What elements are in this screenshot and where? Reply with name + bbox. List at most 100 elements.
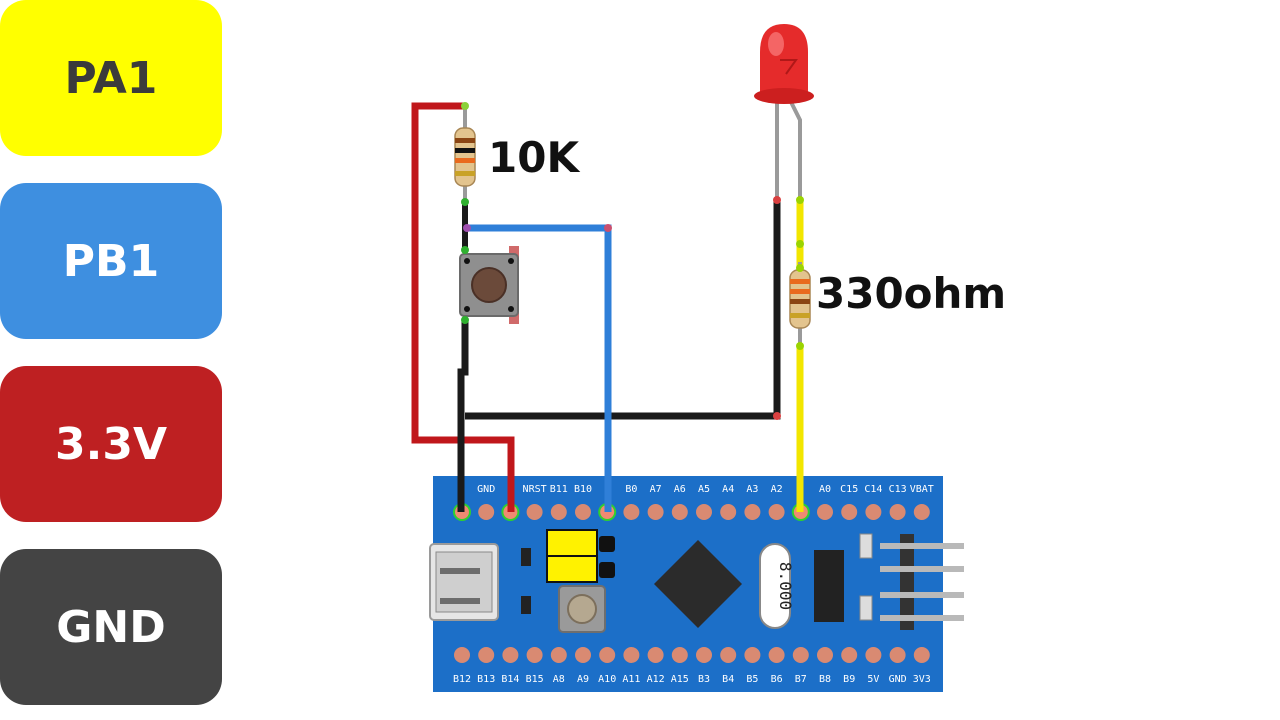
led-resistor — [789, 262, 811, 348]
usb-connector — [429, 543, 499, 621]
bottom-pin-pad — [478, 647, 495, 663]
bottom-pin-label: B3 — [698, 674, 710, 685]
bottom-pin-label: A12 — [647, 674, 665, 685]
pullup-resistor — [454, 106, 476, 202]
top-pin-pad — [647, 504, 664, 520]
top-pin-label: C15 — [840, 484, 858, 495]
boot-jumpers — [546, 529, 615, 583]
red-led — [754, 24, 814, 200]
top-pin-label: A0 — [819, 484, 831, 495]
top-pin-pad — [720, 504, 737, 520]
top-pin-pad — [865, 504, 882, 520]
top-pin-label: NRST — [523, 484, 547, 495]
top-pin-label: C14 — [864, 484, 882, 495]
top-pin-label: B11 — [550, 484, 568, 495]
top-pin-pad — [623, 504, 640, 520]
top-pin-pad — [696, 504, 712, 520]
bottom-header-labels: B12 B13 B14 B15 A8 A9 A10 A11 A12 A15 B3 B4 B5 B6 B7 B8… — [453, 674, 931, 685]
top-pin-pad — [478, 504, 495, 520]
reset-button — [558, 585, 606, 633]
bottom-pin-pad — [575, 647, 591, 663]
bottom-pin-pad — [841, 647, 858, 663]
top-pin-label: C13 — [889, 484, 907, 495]
legend-pb1: PB1 — [0, 183, 222, 339]
top-pin-label: A2 — [771, 484, 783, 495]
bottom-pin-pad — [744, 647, 761, 663]
legend-3v3-label: 3.3V — [55, 418, 167, 470]
bottom-pin-label: B5 — [746, 674, 758, 685]
top-pin-pad — [575, 504, 591, 520]
bottom-pin-label: B4 — [722, 674, 734, 685]
top-pin-label: A3 — [746, 484, 758, 495]
bottom-pin-label: GND — [889, 674, 907, 685]
bottom-pin-pad — [526, 647, 543, 663]
top-pin-pad — [671, 504, 688, 520]
bottom-pin-pad — [623, 647, 640, 663]
top-pin-pad — [526, 504, 543, 520]
top-pin-label: A5 — [698, 484, 710, 495]
top-pin-label: A6 — [674, 484, 686, 495]
top-pin-label: A7 — [650, 484, 662, 495]
top-pin-pad — [841, 504, 858, 520]
bottom-pin-label: A15 — [671, 674, 689, 685]
legend-gnd: GND — [0, 549, 222, 705]
bottom-pin-label: B13 — [477, 674, 495, 685]
bottom-pin-pad — [502, 647, 519, 663]
top-pin-label: A4 — [722, 484, 734, 495]
top-pin-pad — [913, 504, 930, 520]
bottom-pin-pad — [647, 647, 664, 663]
top-pin-pad — [744, 504, 761, 520]
top-pin-label: GND — [477, 484, 495, 495]
bottom-pin-label: A9 — [577, 674, 589, 685]
push-button — [459, 246, 519, 324]
legend-3v3: 3.3V — [0, 366, 222, 522]
bottom-pin-label: 5V — [867, 674, 879, 685]
bottom-pin-pad — [720, 647, 737, 663]
top-pin-pad — [550, 504, 567, 520]
led-resistor-label: 330ohm — [816, 269, 1006, 318]
bottom-pin-label: B15 — [526, 674, 544, 685]
bottom-header-pads — [454, 647, 930, 663]
bottom-pin-label: B9 — [843, 674, 855, 685]
bottom-pin-pad — [696, 647, 712, 663]
pullup-resistor-label: 10K — [488, 133, 580, 182]
legend-pa1: PA1 — [0, 0, 222, 156]
bottom-pin-label: B8 — [819, 674, 831, 685]
top-pin-label: VBAT — [910, 484, 934, 495]
wires — [411, 102, 804, 512]
crystal-label: 8.000 — [776, 562, 795, 610]
top-pin-label: B0 — [625, 484, 637, 495]
mcu-chip — [654, 540, 742, 628]
bottom-pin-pad — [817, 647, 833, 663]
connection-dots — [461, 102, 804, 420]
top-pin-pad — [768, 504, 785, 520]
bottom-pin-label: A8 — [553, 674, 565, 685]
bottom-pin-label: A10 — [598, 674, 616, 685]
bottom-pin-pad — [865, 647, 882, 663]
legend-pb1-label: PB1 — [62, 235, 160, 287]
bottom-pin-pad — [550, 647, 567, 663]
bottom-pin-pad — [768, 647, 785, 663]
bottom-pin-label: 3V3 — [913, 674, 931, 685]
bottom-pin-label: B12 — [453, 674, 471, 685]
wire-3v3 — [411, 102, 515, 512]
top-pin-pad — [889, 504, 906, 520]
top-pin-label: B10 — [574, 484, 592, 495]
bottom-pin-pad — [599, 647, 616, 663]
bottom-pin-label: B7 — [795, 674, 807, 685]
bottom-pin-pad — [792, 647, 809, 663]
top-pin-pad — [817, 504, 833, 520]
bottom-pin-label: B6 — [771, 674, 783, 685]
bottom-pin-pad — [889, 647, 906, 663]
bottom-pin-label: A11 — [622, 674, 640, 685]
bottom-pin-pad — [671, 647, 688, 663]
legend-gnd-label: GND — [56, 601, 166, 653]
bottom-pin-label: B14 — [501, 674, 519, 685]
voltage-regulator — [814, 550, 844, 622]
top-header-pads — [453, 503, 930, 521]
swd-header — [880, 534, 964, 630]
bottom-pin-pad — [454, 647, 470, 663]
